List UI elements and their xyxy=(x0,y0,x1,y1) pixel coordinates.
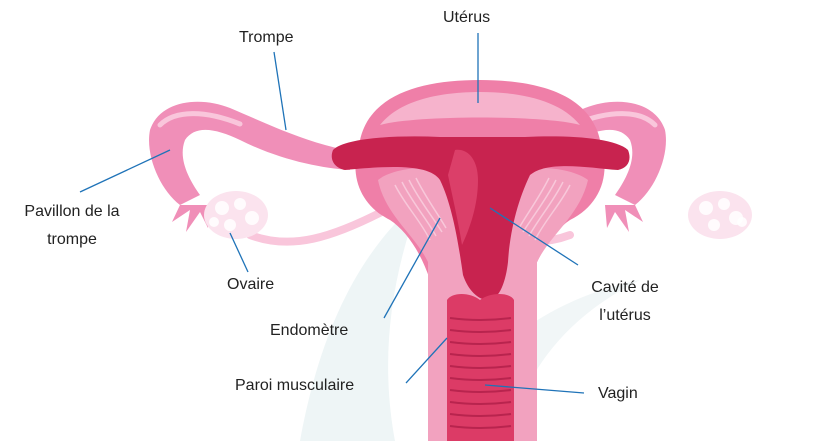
label-endometre: Endomètre xyxy=(270,321,348,341)
label-trompe: Trompe xyxy=(239,28,294,48)
left-fimbriae xyxy=(172,205,210,232)
label-pavillon: Pavillon de la trompe xyxy=(6,202,138,250)
left-ovary xyxy=(204,191,268,239)
label-ovaire: Ovaire xyxy=(227,275,274,295)
label-paroi: Paroi musculaire xyxy=(235,376,354,396)
label-cavite-line1: Cavité de xyxy=(570,278,680,298)
right-fimbriae xyxy=(605,205,643,232)
left-ligament xyxy=(250,205,395,242)
label-pavillon-line1: Pavillon de la xyxy=(6,202,138,222)
label-uterus: Utérus xyxy=(443,8,490,28)
right-ovary xyxy=(688,191,752,239)
leader-trompe xyxy=(274,52,286,130)
label-pavillon-line2: trompe xyxy=(6,230,138,250)
label-vagin: Vagin xyxy=(598,384,638,404)
label-cavite: Cavité de l’utérus xyxy=(570,278,680,326)
label-cavite-line2: l’utérus xyxy=(570,306,680,326)
